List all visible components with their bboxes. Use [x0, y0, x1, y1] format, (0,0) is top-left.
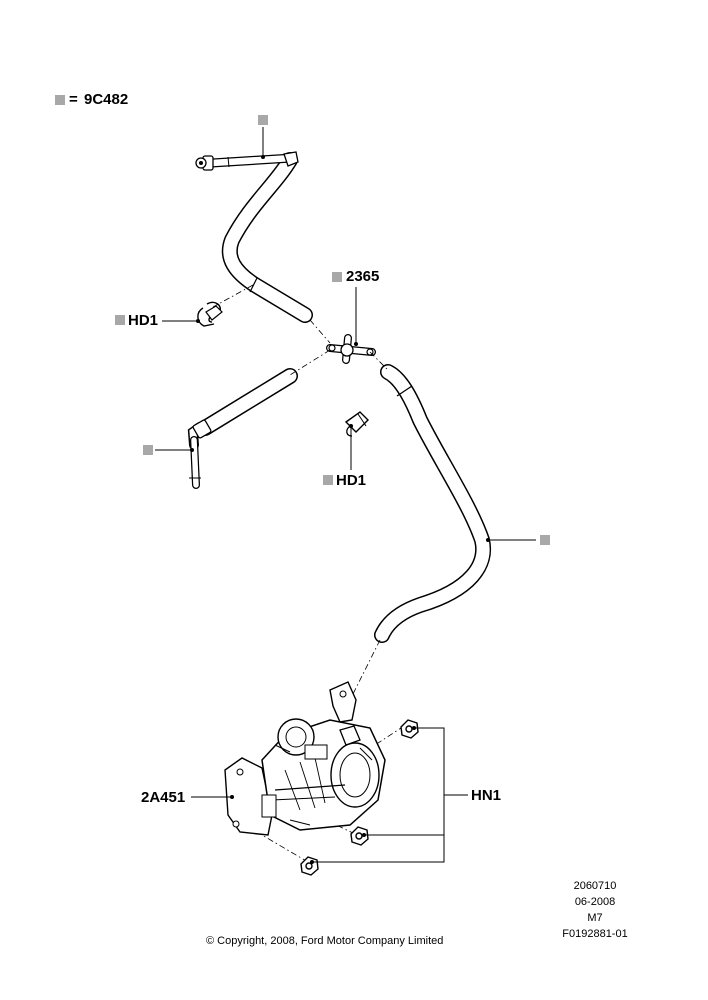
assembly-lines: [212, 284, 405, 863]
meta-line-3: M7: [587, 912, 603, 924]
legend-code: 9C482: [84, 91, 129, 108]
marker-top-tube: [258, 115, 268, 125]
marker-2365: [332, 272, 342, 282]
marker-left-pipe: [143, 445, 153, 455]
leader-dots: [190, 155, 490, 864]
legend-eq: =: [69, 91, 78, 108]
upper-hose: [195, 151, 313, 323]
meta-line-1: 2060710: [573, 880, 617, 892]
marker-hd1-upper: [115, 315, 125, 325]
label-2A451: 2A451: [141, 789, 186, 806]
copyright: © Copyright, 2008, Ford Motor Company Li…: [206, 935, 444, 947]
nut-2: [350, 826, 369, 846]
long-hose: [374, 364, 492, 643]
label-hn1: HN1: [471, 787, 502, 804]
marker-long-hose: [540, 535, 550, 545]
marker-hd1-lower: [323, 475, 333, 485]
label-2365: 2365: [346, 268, 380, 285]
label-hd1-lower: HD1: [336, 472, 367, 489]
tee-connector: [326, 334, 376, 364]
meta-line-4: F0192881-01: [562, 928, 628, 940]
label-hd1-upper: HD1: [128, 312, 159, 329]
hose-clip-upper: [197, 301, 223, 327]
nut-1: [400, 719, 419, 739]
left-hose: [187, 368, 298, 489]
legend-marker: [55, 95, 65, 105]
meta-line-2: 06-2008: [574, 896, 616, 908]
hose-clip-lower: [344, 411, 369, 437]
vacuum-pump: [224, 681, 386, 836]
leader-lines: [155, 127, 536, 863]
